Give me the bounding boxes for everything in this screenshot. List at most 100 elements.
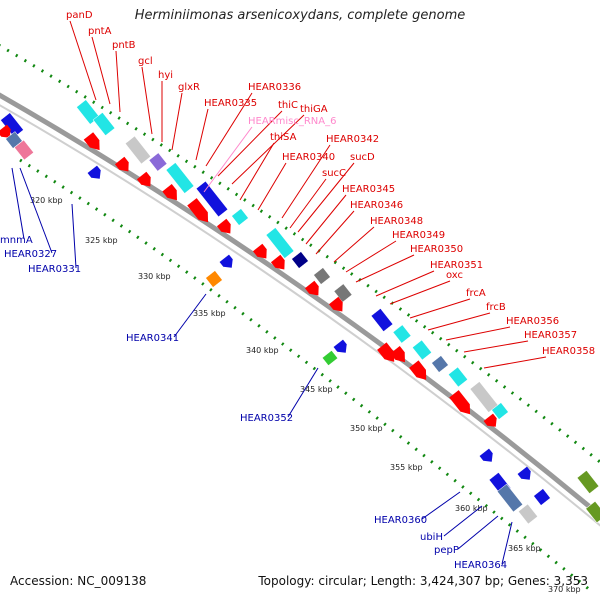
forward-gene-arrow bbox=[252, 243, 267, 259]
gene-label: HEAR0356 bbox=[506, 316, 559, 327]
label-leader bbox=[463, 340, 529, 353]
label-leader bbox=[345, 240, 397, 273]
forward-gene-arrow bbox=[449, 390, 471, 415]
gc-skew-inner-dots bbox=[19, 158, 591, 592]
tick-label: 370 kbp bbox=[548, 585, 581, 594]
label-leader bbox=[483, 356, 547, 369]
forward-gene-arrow bbox=[0, 124, 11, 138]
reverse-cds-block bbox=[533, 488, 551, 506]
forward-gene-arrow-shape bbox=[390, 346, 405, 363]
gene-label: HEAR0340 bbox=[282, 152, 335, 163]
label-leader bbox=[239, 142, 275, 201]
tick-label: 320 kbp bbox=[30, 196, 63, 205]
forward-gene-arrow-shape bbox=[136, 171, 151, 187]
forward-gene-arrow-shape bbox=[83, 132, 100, 151]
forward-gene-arrow-shape bbox=[162, 184, 177, 201]
reverse-gene-arrow-shape bbox=[87, 165, 101, 179]
gene-label: thiGA bbox=[300, 104, 328, 115]
reverse-gene-arrow bbox=[517, 466, 531, 480]
reverse-gene-arrow-shape bbox=[517, 466, 531, 480]
label-leader bbox=[315, 210, 355, 255]
label-leader bbox=[171, 92, 183, 151]
gene-label: sucC bbox=[322, 168, 346, 179]
cds-block bbox=[231, 208, 249, 226]
label-leader bbox=[195, 108, 209, 161]
gene-label: HEAR0345 bbox=[342, 184, 395, 195]
gene-label: HEAR0342 bbox=[326, 134, 379, 145]
gene-label: HEAR0357 bbox=[524, 330, 577, 341]
label-leader bbox=[69, 20, 97, 101]
forward-gene-arrow bbox=[187, 198, 209, 223]
cds-block bbox=[469, 381, 499, 413]
tick-label: 325 kbp bbox=[85, 236, 118, 245]
gene-label: HEAR0348 bbox=[370, 216, 423, 227]
reverse-cds-block bbox=[517, 503, 539, 525]
label-leader-lines bbox=[11, 20, 547, 565]
gene-label: frcB bbox=[486, 302, 506, 313]
reverse-gene-arrow bbox=[333, 339, 347, 353]
forward-gene-arrow bbox=[162, 184, 177, 201]
gene-label: HEAR0335 bbox=[204, 98, 257, 109]
gc-skew-track bbox=[0, 44, 600, 592]
label-leader bbox=[501, 521, 513, 565]
label-leader bbox=[19, 167, 53, 254]
cds-block-shape bbox=[195, 180, 229, 218]
reverse-cds-block-shape bbox=[13, 139, 35, 161]
forward-gene-arrow-shape bbox=[483, 413, 497, 427]
cds-block bbox=[313, 267, 331, 285]
backbone-track bbox=[0, 92, 600, 527]
gene-label: pntA bbox=[88, 26, 112, 37]
reverse-cds-block-shape bbox=[321, 350, 339, 366]
label-leader bbox=[217, 110, 283, 177]
gene-label: frcA bbox=[466, 288, 486, 299]
genome-title: Herminiimonas arsenicoxydans, complete g… bbox=[134, 8, 466, 23]
forward-gene-arrow bbox=[270, 254, 285, 270]
reverse-cds-block bbox=[496, 483, 524, 513]
reverse-cds-block bbox=[205, 270, 223, 288]
cds-block-shape bbox=[124, 135, 152, 165]
gene-label: HEAR0358 bbox=[542, 346, 595, 357]
label-leader bbox=[409, 298, 471, 319]
tick-label: 340 kbp bbox=[246, 346, 279, 355]
label-leader bbox=[257, 162, 287, 211]
forward-gene-arrow-shape bbox=[328, 296, 343, 312]
label-leader bbox=[297, 162, 355, 233]
cds-block-shape bbox=[431, 355, 449, 373]
cds-block bbox=[447, 366, 469, 388]
gene-label: HEARmisc_RNA_6 bbox=[248, 116, 337, 127]
label-leader bbox=[375, 270, 435, 297]
forward-gene-arrow bbox=[216, 218, 231, 234]
backbone-arc-outer bbox=[0, 92, 600, 519]
label-leader bbox=[289, 178, 327, 229]
label-leader bbox=[141, 66, 153, 135]
reverse-cds-block-shape bbox=[496, 483, 524, 513]
cds-block-shape bbox=[313, 267, 331, 285]
forward-gene-arrow bbox=[136, 171, 151, 187]
reverse-gene-arrow-shape bbox=[333, 339, 347, 353]
gene-label: thiSA bbox=[270, 132, 297, 143]
cds-block bbox=[291, 251, 309, 269]
cds-block-shape bbox=[491, 402, 509, 420]
forward-gene-arrow bbox=[114, 156, 129, 172]
gene-label: pepP bbox=[434, 545, 459, 556]
gene-label: HEAR0364 bbox=[454, 560, 507, 571]
gene-label: mnmA bbox=[0, 235, 33, 246]
label-leader bbox=[305, 194, 347, 245]
gene-label: HEAR0346 bbox=[350, 200, 403, 211]
cds-block bbox=[431, 355, 449, 373]
cds-block-shape bbox=[392, 324, 412, 344]
reverse-cds-block-shape bbox=[533, 488, 551, 506]
forward-gene-arrow bbox=[304, 280, 319, 296]
label-leader bbox=[281, 144, 331, 219]
gene-label: HEAR0360 bbox=[374, 515, 427, 526]
gene-label: pntB bbox=[112, 40, 136, 51]
cds-block bbox=[124, 135, 152, 165]
label-leader bbox=[445, 326, 511, 341]
cds-block bbox=[92, 112, 116, 136]
cds-block bbox=[370, 308, 394, 332]
reverse-cds-block-shape bbox=[585, 500, 600, 524]
gene-label: ubiH bbox=[420, 532, 443, 543]
